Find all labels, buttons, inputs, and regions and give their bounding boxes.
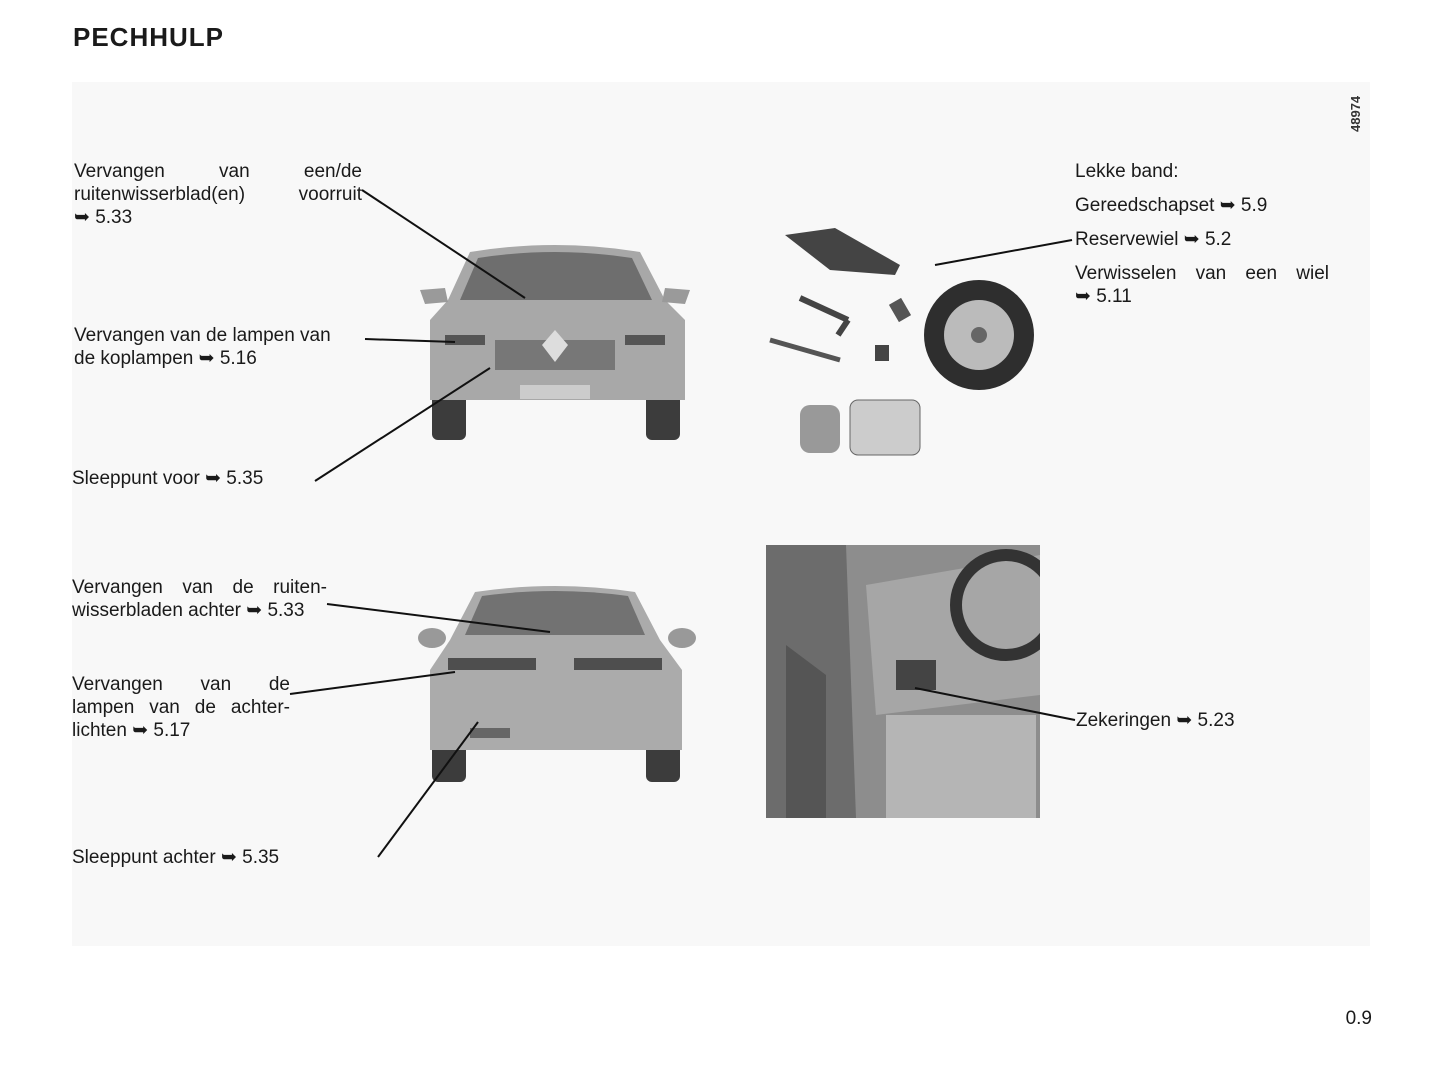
fuse-box-photo [766,545,1040,818]
headlamp-label: Vervangen van de lampen van de koplampen… [74,324,331,370]
page-number: 0.9 [1345,1008,1372,1029]
rear-car-illustration [418,586,696,782]
rear-wiper-label: Vervangen van de ruiten- wisserbladen ac… [72,576,327,622]
leader-lines [289,189,1073,858]
label-line: ruitenwisserblad(en) voorruit [74,184,362,205]
illustration-panel [72,82,1370,946]
tools-illustration [769,228,1034,456]
flat-tyre-heading: Lekke band: [1075,161,1179,182]
front-car-illustration [420,245,690,440]
rear-towing-label: Sleeppunt achter ➥ 5.35 [72,847,280,868]
label-line: Vervangen van de [72,674,290,695]
label-line: wisserbladen achter ➥ 5.33 [72,600,305,621]
fuses-label: Zekeringen ➥ 5.23 [1076,710,1235,731]
toolkit-label: Gereedschapset ➥ 5.9 [1075,195,1268,216]
label-line: ➥ 5.11 [1075,286,1132,307]
label-line: Vervangen van de ruiten- [72,577,327,598]
page-title: PECHHULP [73,22,225,52]
spare-wheel-label: Reservewiel ➥ 5.2 [1075,229,1232,250]
label-line: Vervangen van de lampen van [74,325,331,346]
label-line: Vervangen van een/de [74,161,362,182]
label-line: lampen van de achter- [72,697,290,718]
label-line: ➥ 5.33 [74,207,133,228]
label-line: Verwisselen van een wiel [1075,263,1329,284]
label-line: de koplampen ➥ 5.16 [74,348,257,369]
rear-lamps-label: Vervangen van de lampen van de achter- l… [72,673,290,742]
front-wiper-label: Vervangen van een/de ruitenwisserblad(en… [74,160,362,229]
front-towing-label: Sleeppunt voor ➥ 5.35 [72,468,264,489]
wheel-change-label: Verwisselen van een wiel ➥ 5.11 [1075,262,1329,308]
label-line: lichten ➥ 5.17 [72,720,191,741]
